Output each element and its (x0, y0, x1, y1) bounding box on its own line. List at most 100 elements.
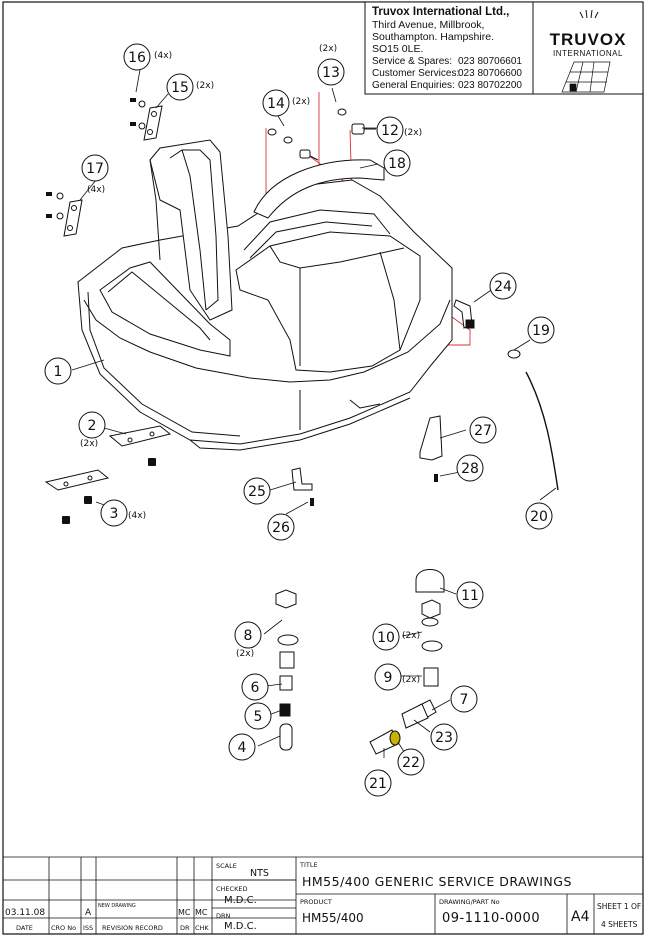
header-dr: DR (180, 924, 190, 932)
callout-number: 5 (254, 709, 263, 725)
callout-layer: 12(2x)3(4x)45678(2x)9(2x)10(2x)1112(2x)1… (44, 43, 555, 797)
callout-circle (456, 581, 484, 609)
callout-number: 14 (267, 96, 285, 112)
fittings-4-5-6-8 (275, 589, 299, 751)
callout-circle (469, 416, 497, 444)
title-block: SCALE NTS CHECKED M.D.C. DRN M.D.C. TITL… (5, 861, 641, 932)
callout-13: 13(2x) (317, 44, 345, 86)
header-chk: CHK (195, 924, 209, 932)
drawing-number: 09-1110-0000 (442, 911, 540, 926)
callout-21: 21 (364, 769, 392, 797)
callout-number: 11 (461, 588, 479, 604)
callout-26: 26 (267, 513, 295, 541)
callout-number: 21 (369, 776, 387, 792)
logo-sub: INTERNATIONAL (553, 49, 623, 58)
part-18-gasket (253, 159, 385, 219)
part-17-bracket (63, 199, 83, 237)
callout-number: 25 (248, 484, 266, 500)
callout-circle (243, 477, 271, 505)
callout-number: 2 (88, 418, 97, 434)
callout-number: 22 (402, 755, 420, 771)
callout-number: 19 (532, 323, 550, 339)
callout-circle (383, 149, 411, 177)
callout-16: 16 (4x) (123, 43, 172, 71)
callout-circle (489, 272, 517, 300)
callout-number: 8 (244, 628, 253, 644)
address-line-3: SO15 0LE. (372, 43, 423, 55)
phone-label-general: General Enquiries: (372, 80, 455, 91)
callout-quantity: (2x) (319, 44, 337, 54)
callout-25: 25 (243, 477, 271, 505)
callout-circle (376, 116, 404, 144)
callout-8: 8 (2x) (234, 621, 262, 659)
callout-circle (317, 58, 345, 86)
title-label: TITLE (299, 861, 318, 869)
callout-number: 27 (474, 423, 492, 439)
callout-20: 20 (525, 502, 553, 530)
callout-quantity: (2x) (404, 128, 422, 138)
part-24-elbow (453, 299, 475, 329)
product-value: HM55/400 (302, 911, 364, 925)
callout-circle (100, 499, 128, 527)
callout-number: 7 (460, 692, 469, 708)
callout-14: 14 (2x) (262, 89, 310, 117)
callout-quantity: (2x) (402, 631, 420, 641)
callout-number: 18 (388, 156, 406, 172)
callout-number: 26 (272, 520, 290, 536)
part-19-washer (507, 349, 521, 359)
revision-dr: MC (178, 908, 191, 917)
callout-circle (525, 502, 553, 530)
drn-value: M.D.C. (224, 921, 257, 932)
callout-number: 6 (251, 680, 260, 696)
callout-number: 17 (86, 161, 104, 177)
address-line-1: Third Avenue, Millbrook, (372, 19, 484, 31)
callout-2: 2(2x) (78, 411, 106, 449)
callout-circle (456, 454, 484, 482)
callout-circle (262, 89, 290, 117)
drawing-title: HM55/400 GENERIC SERVICE DRAWINGS (302, 874, 572, 889)
checked-value: M.D.C. (224, 895, 257, 906)
phone-number-service: 023 80706601 (458, 56, 522, 67)
revision-chk: MC (195, 908, 208, 917)
callout-5: 5 (244, 702, 272, 730)
part-26-screw (310, 498, 314, 506)
callout-quantity: (2x) (236, 649, 254, 659)
header-date: DATE (16, 924, 33, 932)
sheet-size: A4 (571, 909, 590, 925)
callout-number: 10 (377, 630, 395, 646)
callout-number: 9 (384, 670, 393, 686)
callout-quantity: (2x) (196, 81, 214, 91)
header-cro: CRO No (51, 924, 76, 932)
logo-tick-marks (579, 9, 599, 19)
callout-circle (228, 733, 256, 761)
drn-label: DRN (216, 912, 231, 920)
callout-number: 16 (128, 50, 146, 66)
company-name: Truvox International Ltd., (372, 6, 509, 18)
phone-number-customer: 023 80706600 (458, 68, 522, 79)
callout-circle (241, 673, 269, 701)
callout-quantity: (4x) (154, 51, 172, 61)
callout-circle (234, 621, 262, 649)
part-28-screw (434, 474, 438, 482)
callout-number: 20 (530, 509, 548, 525)
callout-circle (450, 685, 478, 713)
callout-circle (81, 154, 109, 182)
fittings-7-9-10-11 (369, 569, 445, 755)
callout-quantity: (4x) (87, 185, 105, 195)
callout-quantity: (2x) (292, 97, 310, 107)
callout-circle (78, 411, 106, 439)
part-3-feet (62, 458, 156, 524)
callout-number: 4 (238, 740, 247, 756)
phone-number-general: 023 80702200 (458, 80, 522, 91)
callout-6: 6 (241, 673, 269, 701)
callout-7: 7 (450, 685, 478, 713)
phone-label-service: Service & Spares: (372, 56, 452, 67)
callout-23: 23 (430, 723, 458, 751)
callout-11: 11 (456, 581, 484, 609)
callout-3: 3(4x) (100, 499, 146, 527)
part-15-bracket (143, 105, 163, 141)
truvox-logo: TRUVOX INTERNATIONAL (550, 9, 625, 93)
product-label: PRODUCT (300, 898, 332, 906)
sheet-line-2: 4 SHEETS (601, 920, 638, 929)
callout-number: 24 (494, 279, 512, 295)
